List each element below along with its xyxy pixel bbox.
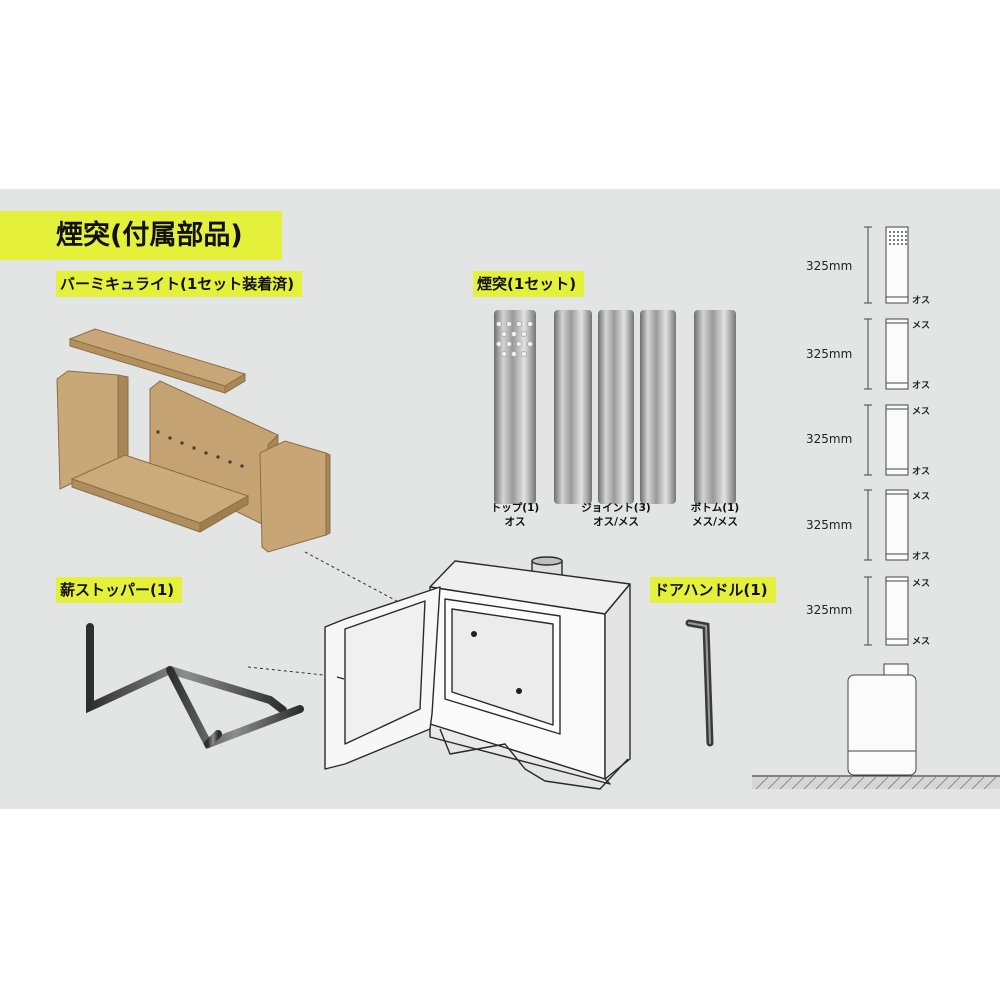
dimension-label-4: 325mm <box>806 518 853 532</box>
stack-tag: メス <box>912 579 931 589</box>
pipe-type: オス <box>504 516 526 528</box>
wood-stove <box>324 556 631 790</box>
stack-tag: メス <box>912 407 931 417</box>
dimension-lines <box>864 226 872 646</box>
pipe-joint-1 <box>554 310 592 504</box>
pipe-name: ボトム(1) <box>690 502 740 514</box>
stack-tag: メス <box>912 321 931 331</box>
section-vermiculite: バーミキュライト(1セット装着済) <box>56 271 303 297</box>
pipe-top <box>494 310 536 504</box>
pipe-label-joint: ジョイント(3) オス/メス <box>572 501 660 529</box>
pipe-joint-3 <box>640 310 676 504</box>
chimney-stack <box>847 226 917 776</box>
pipe-label-top: トップ(1) オス <box>483 501 547 529</box>
section-stopper: 薪ストッパー(1) <box>56 577 183 603</box>
stack-top-grid <box>889 231 907 245</box>
door-handle-key <box>685 619 714 747</box>
pipe-joint-2 <box>598 310 634 504</box>
pipe-type: メス/メス <box>692 516 738 528</box>
section-chimney: 煙突(1セット) <box>473 271 585 297</box>
vermiculite-boards <box>56 328 331 553</box>
firewood-stopper <box>86 623 304 750</box>
pipe-name: ジョイント(3) <box>581 502 651 514</box>
ground <box>752 775 1000 790</box>
section-handle: ドアハンドル(1) <box>650 577 776 603</box>
stack-tag: オス <box>912 467 931 477</box>
vermiculite-right-board <box>259 440 327 553</box>
pipe-type: オス/メス <box>593 516 639 528</box>
stack-tag: オス <box>912 296 931 306</box>
page-title: 煙突(付属部品) <box>0 211 282 260</box>
dimension-label-1: 325mm <box>806 259 853 273</box>
parts-illustration <box>56 226 1000 790</box>
stack-stove <box>847 674 917 776</box>
pipe-bottom <box>694 310 736 504</box>
stack-tag: メス <box>912 492 931 502</box>
stack-tag: オス <box>912 552 931 562</box>
dimension-label-3: 325mm <box>806 432 853 446</box>
dimension-label-5: 325mm <box>806 603 853 617</box>
chimney-pipes <box>494 310 736 504</box>
stack-tag: オス <box>912 381 931 391</box>
parts-panel: 煙突(付属部品) バーミキュライト(1セット装着済) 煙突(1セット) 薪ストッ… <box>0 189 1000 809</box>
stack-tag: メス <box>912 637 931 647</box>
pipe-name: トップ(1) <box>490 502 540 514</box>
vermiculite-holes <box>156 430 244 468</box>
dimension-label-2: 325mm <box>806 347 853 361</box>
pipe-label-bottom: ボトム(1) メス/メス <box>678 501 752 529</box>
